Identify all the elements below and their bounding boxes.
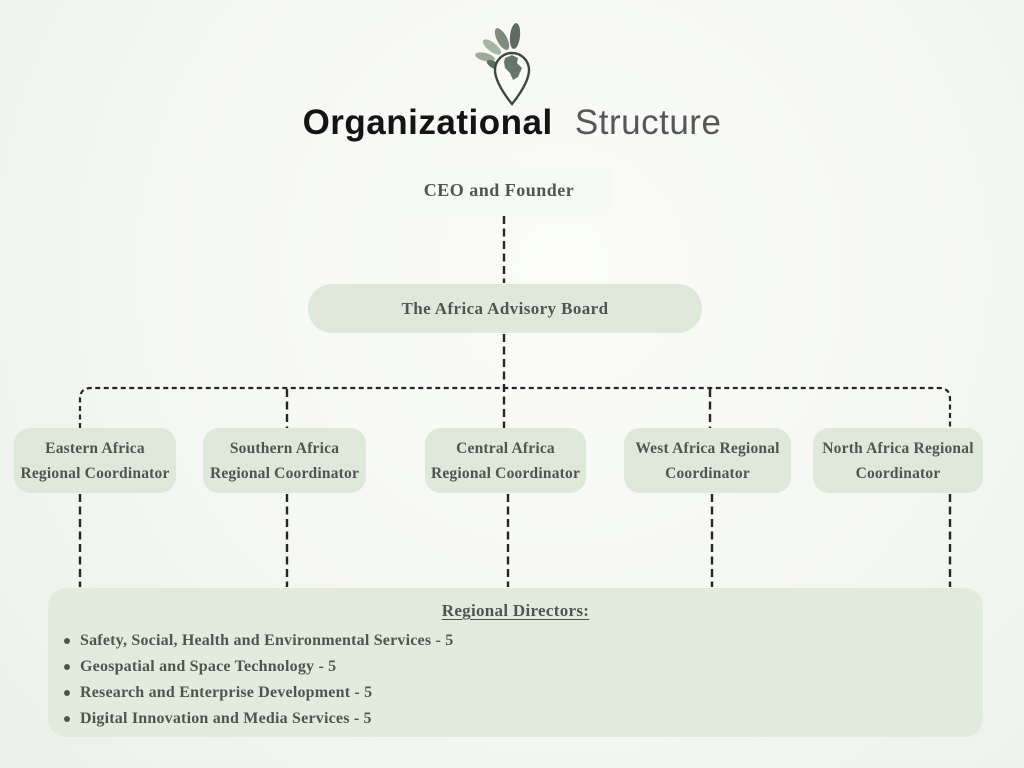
node-regional-directors: Regional Directors: Safety, Social, Heal… — [48, 588, 983, 737]
node-label-line2: Coordinator — [665, 464, 750, 482]
page-title: Organizational Structure — [0, 103, 1024, 143]
bullet-icon — [64, 638, 70, 644]
logo — [468, 22, 540, 108]
bullet-icon — [64, 664, 70, 670]
node-label-line1: North Africa Regional — [822, 439, 974, 457]
node-west-africa-coordinator: West Africa Regional Coordinator — [624, 428, 791, 493]
title-light-word: Structure — [574, 103, 722, 142]
node-north-africa-coordinator: North Africa Regional Coordinator — [813, 428, 983, 493]
director-item: Safety, Social, Health and Environmental… — [48, 628, 983, 654]
node-label: CEO and Founder — [423, 180, 575, 200]
director-item: Geospatial and Space Technology - 5 — [48, 654, 983, 680]
director-item-label: Research and Enterprise Development - 5 — [80, 684, 373, 701]
title-bold-word: Organizational — [302, 103, 553, 142]
director-item-label: Geospatial and Space Technology - 5 — [80, 658, 337, 675]
node-label-line2: Regional Coordinator — [209, 464, 360, 482]
director-item-label: Digital Innovation and Media Services - … — [80, 710, 372, 727]
connector-horizontal-rail — [78, 386, 952, 428]
node-label-line1: Southern Africa — [229, 439, 340, 457]
director-item: Research and Enterprise Development - 5 — [48, 680, 983, 706]
node-label: The Africa Advisory Board — [401, 298, 609, 318]
node-label-line1: Central Africa — [456, 439, 555, 457]
bullet-icon — [64, 690, 70, 696]
regional-directors-list: Safety, Social, Health and Environmental… — [48, 628, 983, 732]
node-label-line2: Regional Coordinator — [430, 464, 581, 482]
bullet-icon — [64, 716, 70, 722]
node-ceo-and-founder: CEO and Founder — [384, 166, 614, 215]
africa-pin-leaves-icon — [475, 23, 531, 106]
director-item: Digital Innovation and Media Services - … — [48, 706, 983, 732]
node-label-line1: West Africa Regional — [635, 439, 780, 457]
node-label-line2: Regional Coordinator — [20, 464, 170, 482]
regional-directors-heading: Regional Directors: — [441, 601, 590, 620]
node-southern-africa-coordinator: Southern Africa Regional Coordinator — [203, 428, 366, 493]
node-eastern-africa-coordinator: Eastern Africa Regional Coordinator — [14, 428, 176, 493]
node-africa-advisory-board: The Africa Advisory Board — [308, 284, 702, 333]
director-item-label: Safety, Social, Health and Environmental… — [80, 632, 454, 649]
node-central-africa-coordinator: Central Africa Regional Coordinator — [425, 428, 586, 493]
node-label-line2: Coordinator — [855, 464, 941, 482]
node-label-line1: Eastern Africa — [45, 439, 145, 457]
